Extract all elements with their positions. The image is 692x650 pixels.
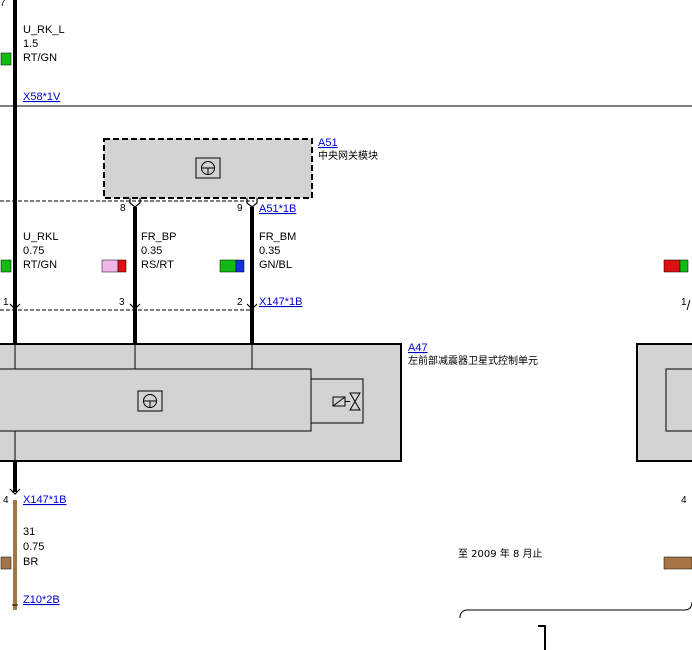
steering-wheel-icon	[201, 161, 215, 175]
terminal-a51-9	[246, 198, 258, 208]
wire-right-color: GN/BL	[259, 259, 292, 271]
pin-left-1: 1	[3, 297, 9, 308]
connector-x147-bottom-link[interactable]: X147*1B	[23, 494, 66, 506]
terminal-right-2	[246, 303, 258, 310]
pin-right-2: 2	[237, 297, 243, 308]
pin-far-right-1: 1	[681, 297, 687, 308]
color-swatch-bottom	[0, 556, 12, 570]
pin-bottom-4: 4	[3, 495, 9, 506]
color-swatch-right-stripe	[235, 259, 245, 273]
wire-top-signal: U_RK_L	[23, 24, 65, 36]
module-a47-name: 左前部减震器卫星式控制单元	[408, 354, 538, 367]
wire-top-size: 1.5	[23, 38, 38, 50]
terminal-far-right-1	[686, 299, 691, 311]
pin-a51-9: 9	[237, 203, 243, 214]
color-swatch-mid-stripe	[117, 259, 127, 273]
color-swatch-right-base	[219, 259, 237, 273]
color-swatch-far-right-stripe	[679, 259, 689, 273]
terminal-mid-3	[129, 303, 141, 310]
module-a51-id[interactable]: A51	[318, 137, 338, 149]
terminal-a51-8	[129, 198, 141, 208]
connector-z10-link[interactable]: Z10*2B	[23, 594, 60, 606]
terminal-bottom-4	[9, 488, 21, 495]
variant-note: 至 2009 年 8 月止	[458, 547, 543, 560]
color-swatch-mid-base	[101, 259, 119, 273]
terminal-left-1	[9, 303, 21, 310]
connector-x147-top-link[interactable]: X147*1B	[259, 296, 302, 308]
wire-mid-signal: FR_BP	[141, 231, 176, 243]
module-a47-id[interactable]: A47	[408, 342, 428, 354]
pin-mid-3: 3	[119, 297, 125, 308]
wire-mid-color: RS/RT	[141, 259, 174, 271]
wire-left-signal: U_RKL	[23, 231, 58, 243]
color-swatch-far-right-base	[663, 259, 681, 273]
partial-pin-label: 7	[0, 0, 6, 9]
wire-top-color: RT/GN	[23, 52, 57, 64]
wire-left-color: RT/GN	[23, 259, 57, 271]
module-right-partial-inner	[665, 368, 692, 432]
wire-right-size: 0.35	[259, 245, 280, 257]
pin-far-right-bottom-4: 4	[681, 495, 687, 506]
wire-bottom-size: 0.75	[23, 541, 44, 553]
steering-wheel-icon	[143, 394, 157, 408]
solenoid-valve-icon	[332, 392, 361, 411]
color-swatch-far-right-bottom	[663, 556, 692, 570]
wire-bottom-signal: 31	[23, 526, 35, 538]
wire-right-signal: FR_BM	[259, 231, 296, 243]
wire-mid-size: 0.35	[141, 245, 162, 257]
connector-a51-link[interactable]: A51*1B	[259, 203, 296, 215]
pin-a51-8: 8	[120, 203, 126, 214]
color-swatch-left	[0, 259, 12, 273]
variant-bracket-stem	[538, 625, 546, 650]
module-a51-name: 中央网关模块	[318, 149, 378, 162]
wire-bottom-color: BR	[23, 556, 38, 568]
variant-bracket	[459, 601, 692, 619]
connector-x58-link[interactable]: X58*1V	[23, 91, 61, 103]
color-swatch-top	[0, 52, 12, 66]
wire-left-size: 0.75	[23, 245, 44, 257]
